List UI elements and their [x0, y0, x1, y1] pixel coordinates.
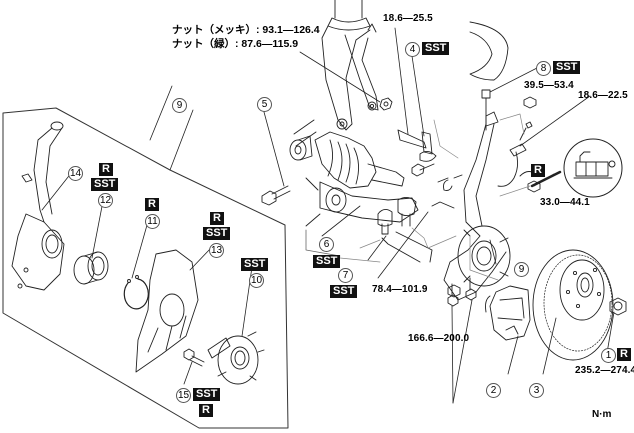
badge-abs-r: R: [531, 164, 545, 177]
badge-8-sst: SST: [553, 61, 581, 74]
hub-10-drawing: [207, 331, 265, 385]
badge-1-r: R: [617, 348, 631, 361]
badge-7-sst: SST: [330, 285, 358, 298]
dust-shield-13-drawing: [135, 249, 199, 373]
ball-joint-drawing: [377, 197, 433, 263]
torque-tie-rod: 78.4—101.9: [372, 284, 428, 295]
torque-ball-joint: 39.5—53.4: [524, 80, 574, 91]
hub-nut-drawing: [609, 297, 627, 316]
unit-label: N·m: [592, 409, 612, 420]
callout-1[interactable]: 1: [601, 348, 616, 363]
callout-2[interactable]: 2: [486, 383, 501, 398]
callout-6[interactable]: 6: [319, 237, 334, 252]
torque-sensor: 18.6—22.5: [578, 90, 628, 101]
bushing-and-bolt-drawing: [261, 135, 313, 206]
bearing-12-drawing: [73, 251, 109, 285]
callout-13[interactable]: 13: [209, 243, 224, 258]
badge-4-sst: SST: [422, 42, 450, 55]
badge-15-r: R: [199, 404, 213, 417]
callout-5[interactable]: 5: [257, 97, 272, 112]
drive-shaft-drawing: [293, 119, 405, 189]
bolt-15-drawing: [183, 348, 205, 367]
tie-rod-drawing: [397, 129, 437, 177]
torque-hub-nut: 235.2—274.4: [575, 365, 634, 376]
exploded-panel-frame: [2, 107, 289, 429]
badge-14-sst: SST: [91, 178, 119, 191]
callout-14[interactable]: 14: [68, 166, 83, 181]
caliper-bolts-drawing: [447, 277, 477, 307]
sensor-detail-circle: [563, 138, 623, 198]
badge-14-r: R: [99, 163, 113, 176]
callout-8[interactable]: 8: [536, 61, 551, 76]
callout-10[interactable]: 10: [249, 273, 264, 288]
callout-12[interactable]: 12: [98, 193, 113, 208]
callout-11[interactable]: 11: [145, 214, 160, 229]
callout-9-assembled[interactable]: 9: [514, 262, 529, 277]
callout-4[interactable]: 4: [405, 42, 420, 57]
upper-body-drawing: [469, 21, 509, 131]
callout-7[interactable]: 7: [338, 268, 353, 283]
torque-nut-plated: ナット（メッキ）: 93.1—126.4: [172, 24, 320, 36]
callout-3[interactable]: 3: [529, 383, 544, 398]
torque-abs-nut: 33.0—44.1: [540, 197, 590, 208]
torque-top-center: 18.6—25.5: [383, 13, 433, 24]
badge-13-sst: SST: [203, 227, 231, 240]
knuckle-assembly-drawing: [431, 111, 511, 301]
leader-lines: [41, 27, 615, 404]
torque-nut-green: ナット（緑）: 87.6—115.9: [172, 38, 299, 50]
badge-10-sst: SST: [241, 258, 269, 271]
strut-assembly-drawing: [321, 0, 393, 131]
torque-caliper: 166.6—200.0: [408, 333, 470, 344]
caliper-drawing: [485, 285, 531, 341]
badge-6-sst: SST: [313, 255, 341, 268]
lower-arm-drawing: [305, 177, 419, 227]
abs-sensor-drawing: [497, 96, 562, 193]
badge-15-sst: SST: [193, 388, 221, 401]
knuckle-14-drawing: [11, 121, 65, 291]
callout-15[interactable]: 15: [176, 388, 191, 403]
snap-ring-11-drawing: [123, 275, 149, 310]
callout-9-exploded[interactable]: 9: [172, 98, 187, 113]
badge-13-r: R: [210, 212, 224, 225]
brake-disc-drawing: [532, 249, 614, 361]
badge-11-r: R: [145, 198, 159, 211]
